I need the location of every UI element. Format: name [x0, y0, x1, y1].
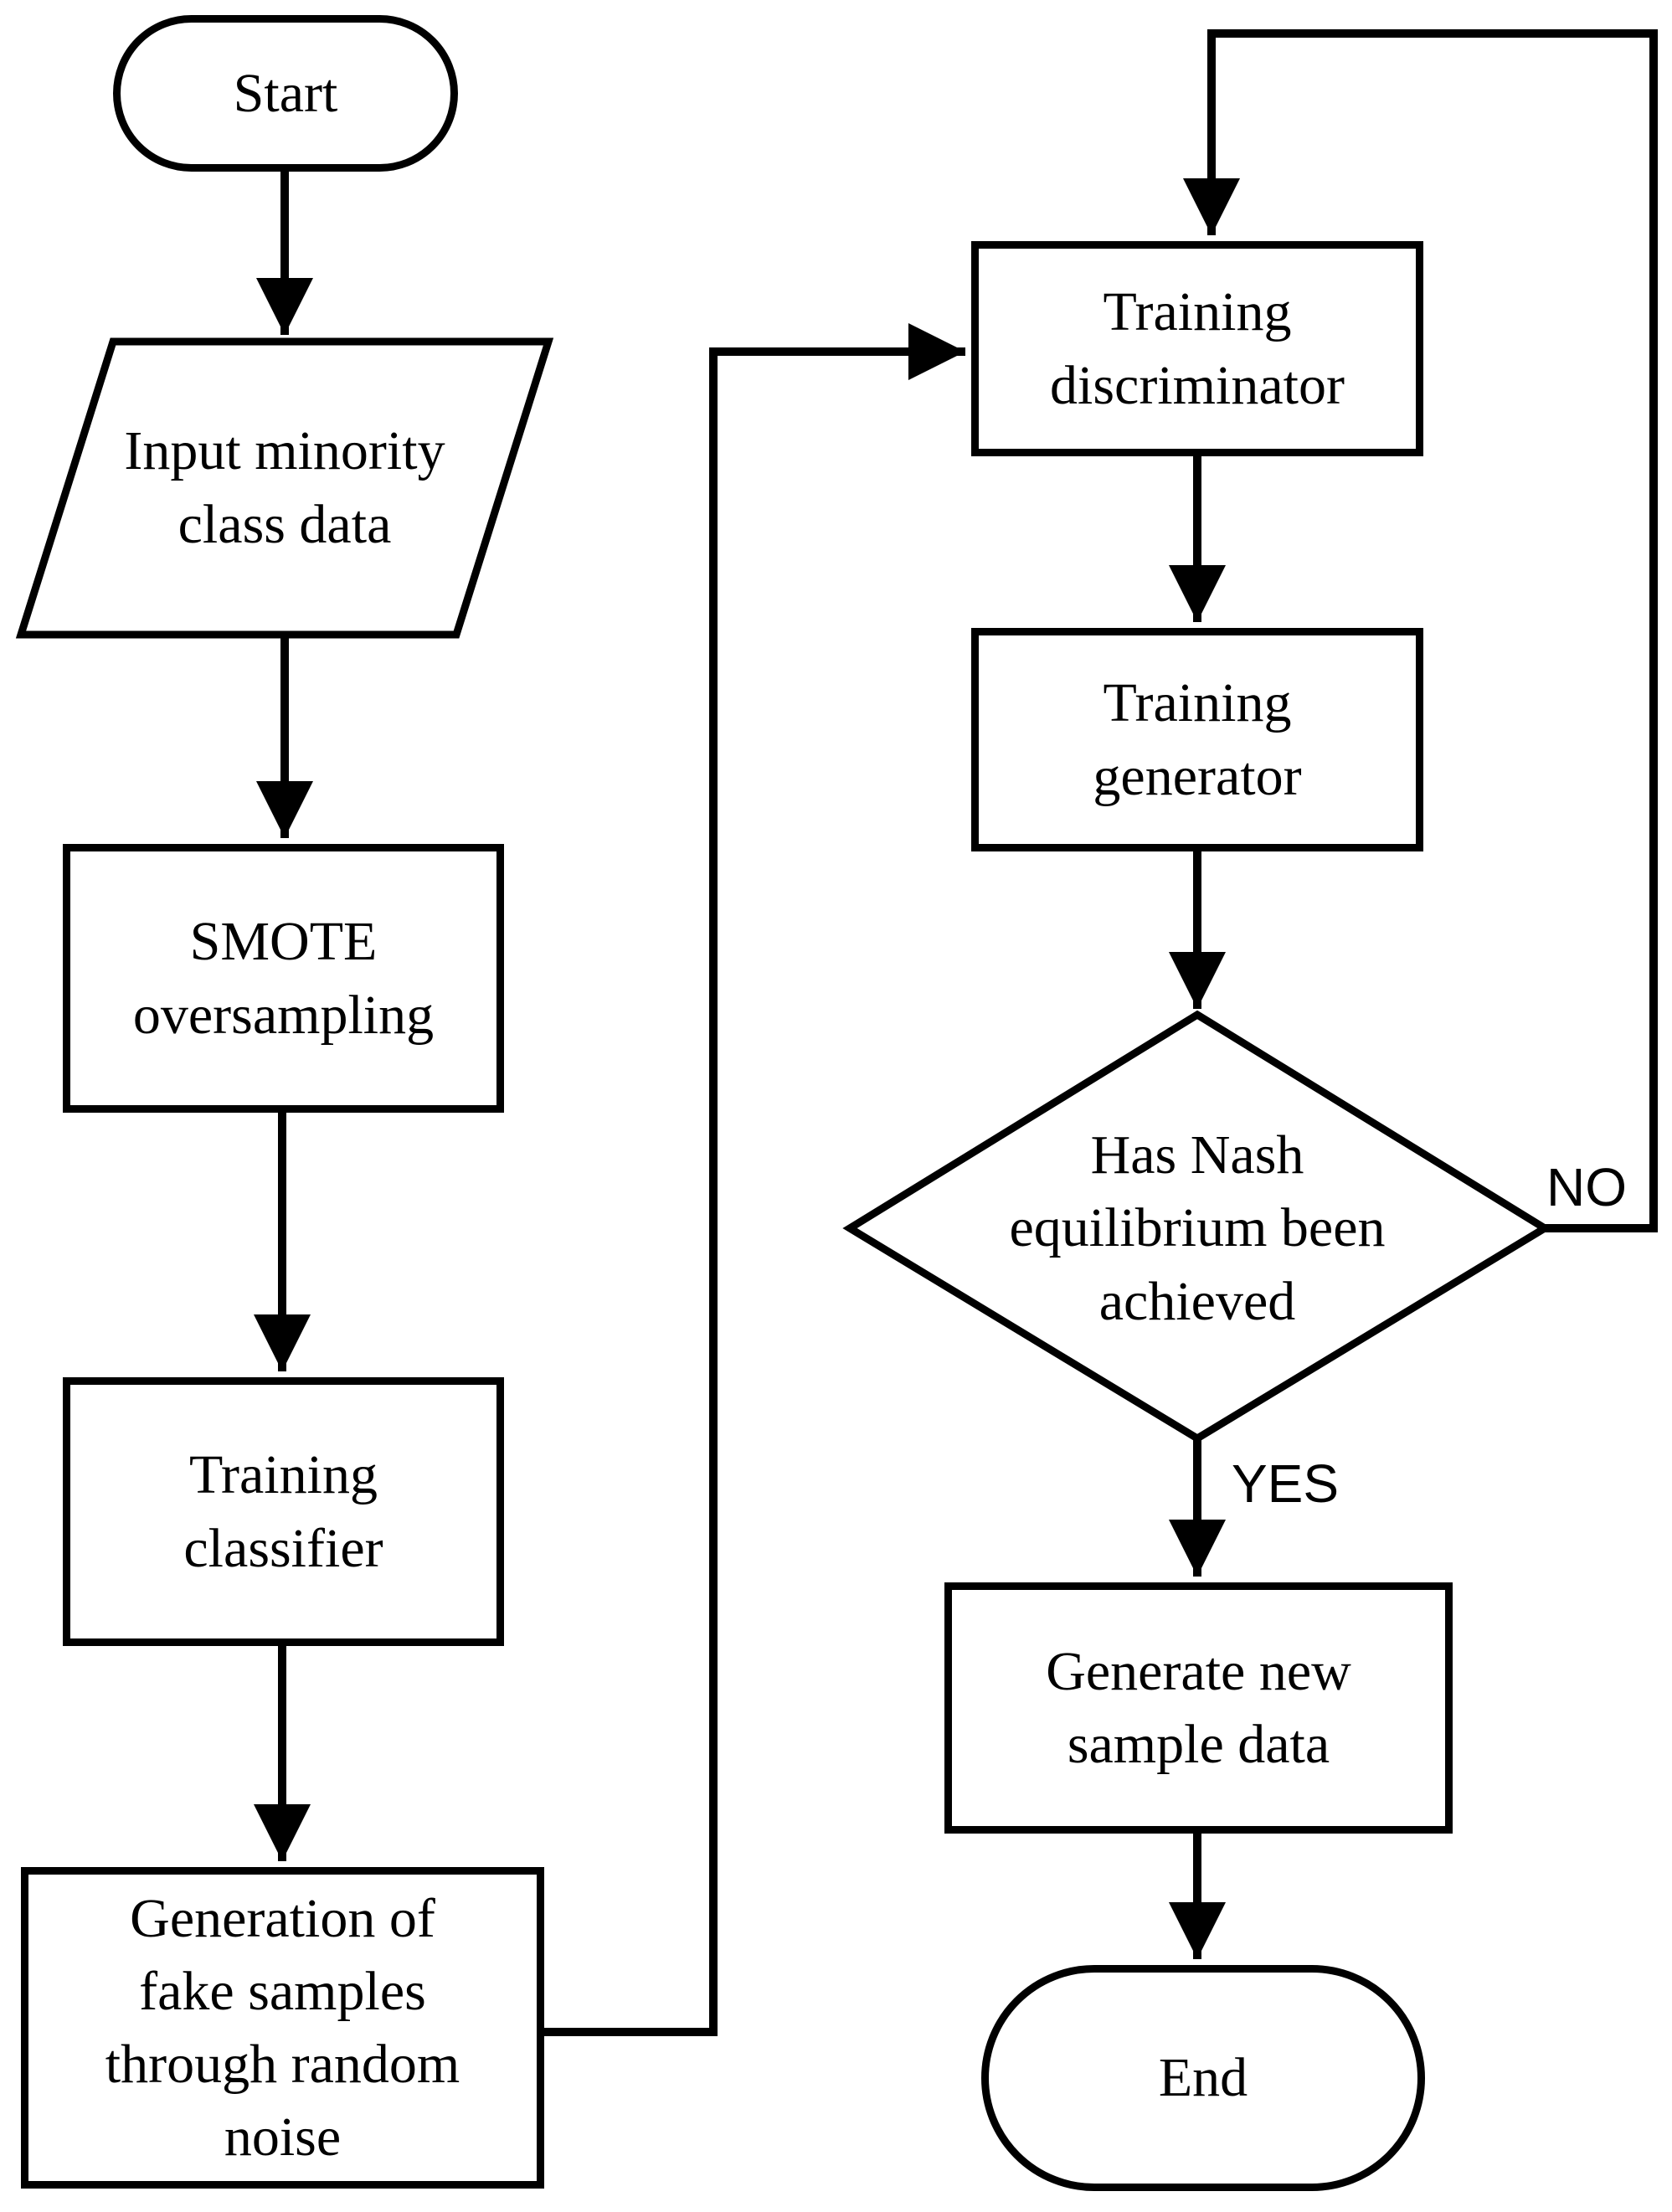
input-node: Input minority class data: [33, 356, 536, 620]
input-label: Input minority class data: [124, 420, 445, 555]
training-generator-label: Training generator: [1093, 672, 1302, 807]
training-classifier-label: Training classifier: [183, 1444, 383, 1579]
decision-diamond-shape: [842, 1010, 1552, 1443]
end-node: End: [981, 1965, 1425, 2191]
training-discriminator-label: Training discriminator: [1050, 281, 1345, 416]
training-discriminator-node: Training discriminator: [971, 241, 1423, 456]
edge-decision-no-loop: [1183, 29, 1658, 1232]
edge-generation-to-discriminator: [540, 323, 965, 2036]
no-edge-label: NO: [1546, 1157, 1627, 1217]
generate-new-sample-node: Generate new sample data: [944, 1582, 1453, 1834]
training-generator-node: Training generator: [971, 628, 1423, 851]
end-label: End: [1158, 2047, 1248, 2109]
generate-new-sample-label: Generate new sample data: [1046, 1640, 1351, 1775]
nash-decision-label: Has Nash equilibrium been achieved: [1009, 1124, 1386, 1332]
input-parallelogram-shape: [15, 337, 554, 639]
nash-decision-node: Has Nash equilibrium been achieved: [883, 1063, 1511, 1393]
generation-fake-samples-node: Generation of fake samples through rando…: [21, 1867, 544, 2189]
start-node: Start: [113, 15, 458, 172]
smote-label: SMOTE oversampling: [132, 911, 435, 1046]
training-classifier-node: Training classifier: [63, 1377, 504, 1646]
yes-edge-label: YES: [1231, 1453, 1340, 1514]
start-label: Start: [233, 62, 338, 124]
generation-fake-samples-label: Generation of fake samples through rando…: [105, 1887, 460, 2168]
smote-node: SMOTE oversampling: [63, 844, 504, 1113]
